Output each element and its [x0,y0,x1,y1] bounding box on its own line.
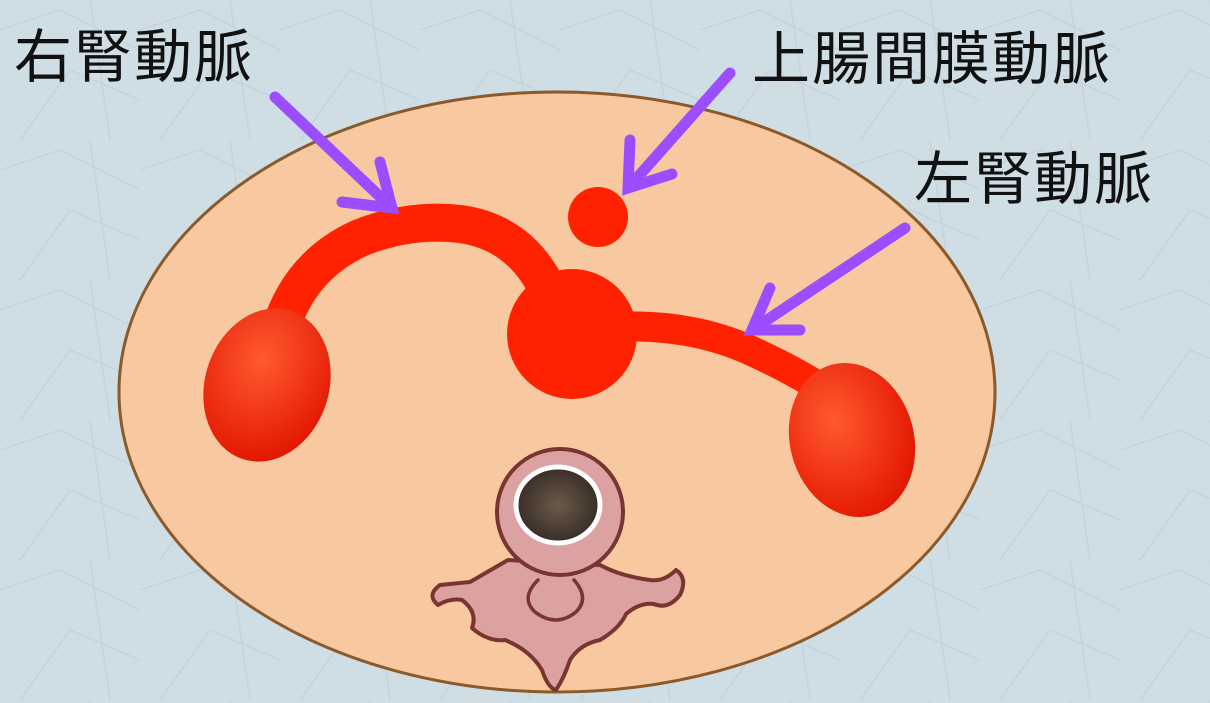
aorta [507,269,637,399]
label-superior-mesenteric-artery: 上腸間膜動脈 [752,30,1112,88]
label-right-renal-artery: 右腎動脈 [14,28,254,86]
spinal-canal [516,467,600,543]
superior-mesenteric-artery-vessel [568,187,628,247]
label-left-renal-artery: 左腎動脈 [914,150,1154,208]
